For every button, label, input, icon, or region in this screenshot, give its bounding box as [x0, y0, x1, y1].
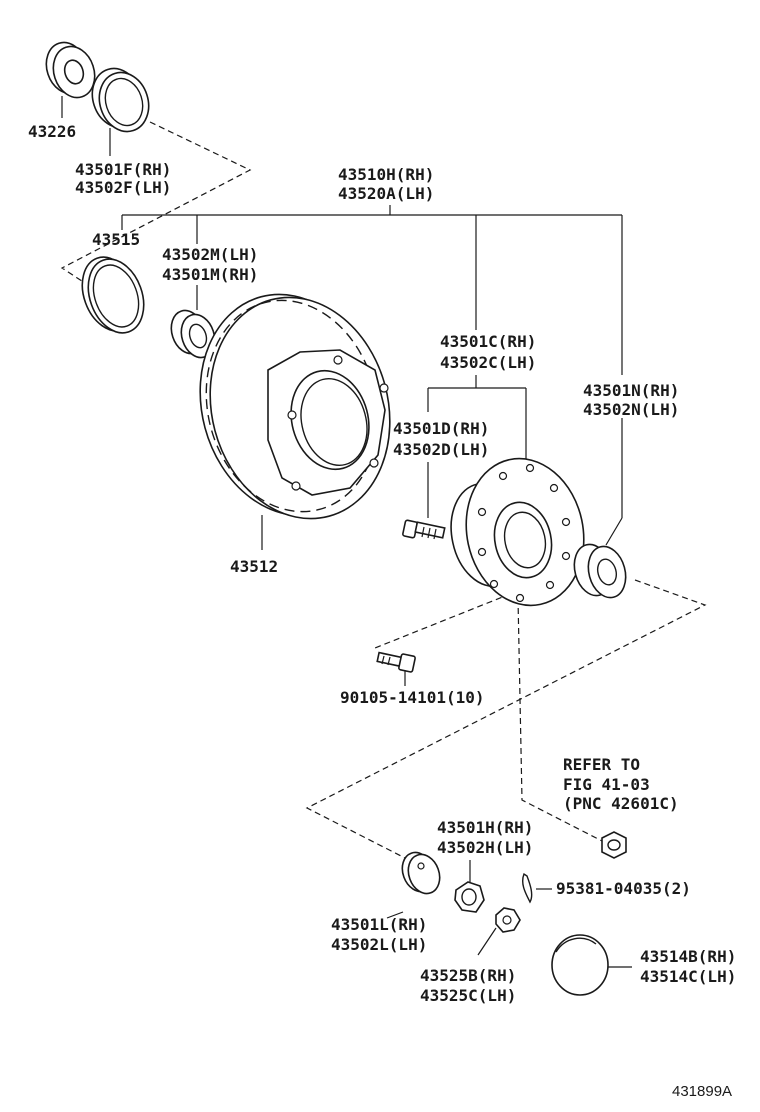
- cotter-pin-95381[interactable]: [521, 872, 533, 904]
- label-43501L[interactable]: 43501L(RH): [331, 915, 427, 934]
- label-43514C[interactable]: 43514C(LH): [640, 967, 736, 986]
- label-43502F[interactable]: 43502F(LH): [75, 178, 171, 197]
- label-refer-line3[interactable]: (PNC 42601C): [563, 794, 679, 813]
- part-labels: 43226 43501F(RH) 43502F(LH) 43510H(RH) 4…: [28, 122, 736, 1100]
- label-43520A[interactable]: 43520A(LH): [338, 184, 434, 203]
- label-43501F[interactable]: 43501F(RH): [75, 160, 171, 179]
- grease-cap-43514B[interactable]: [551, 934, 609, 996]
- hub-nut-refer[interactable]: [601, 831, 627, 859]
- figure-id: 431899A: [672, 1083, 732, 1100]
- dashed-assembly-lines: [60, 121, 707, 859]
- oil-seal-43226[interactable]: [40, 37, 101, 103]
- label-refer-line2[interactable]: FIG 41-03: [563, 775, 650, 794]
- washer-43501L[interactable]: [397, 848, 445, 898]
- nut-43501H[interactable]: [454, 881, 485, 913]
- lock-cap-43525B[interactable]: [495, 907, 521, 933]
- label-43525B[interactable]: 43525B(RH): [420, 966, 516, 985]
- bearing-43502M[interactable]: [166, 306, 220, 362]
- label-90105[interactable]: 90105-14101(10): [340, 688, 485, 707]
- label-43510H[interactable]: 43510H(RH): [338, 165, 434, 184]
- label-refer-line1: REFER TO: [563, 755, 640, 774]
- seal-43501F[interactable]: [85, 62, 156, 138]
- label-43501N[interactable]: 43501N(RH): [583, 381, 679, 400]
- label-43501C[interactable]: 43501C(RH): [440, 332, 536, 351]
- label-43502D[interactable]: 43502D(LH): [393, 440, 489, 459]
- label-43502H[interactable]: 43502H(LH): [437, 838, 533, 857]
- label-43514B[interactable]: 43514B(RH): [640, 947, 736, 966]
- label-95381[interactable]: 95381-04035(2): [556, 879, 691, 898]
- label-43512[interactable]: 43512: [230, 557, 278, 576]
- axle-hub-43501C[interactable]: [442, 448, 597, 617]
- bearing-43501N[interactable]: [569, 540, 631, 602]
- label-43502C[interactable]: 43502C(LH): [440, 353, 536, 372]
- label-43502N[interactable]: 43502N(LH): [583, 400, 679, 419]
- label-43502M[interactable]: 43502M(LH): [162, 245, 258, 264]
- label-43226[interactable]: 43226: [28, 122, 76, 141]
- label-43515[interactable]: 43515: [92, 230, 140, 249]
- ring-43515[interactable]: [73, 249, 154, 340]
- label-43502L[interactable]: 43502L(LH): [331, 935, 427, 954]
- brake-disc-43512[interactable]: [176, 274, 414, 539]
- label-43501M[interactable]: 43501M(RH): [162, 265, 258, 284]
- hub-bolt-43501D[interactable]: [402, 519, 446, 540]
- label-43501H[interactable]: 43501H(RH): [437, 818, 533, 837]
- label-43525C[interactable]: 43525C(LH): [420, 986, 516, 1005]
- label-43501D[interactable]: 43501D(RH): [393, 419, 489, 438]
- leader-lines: [61, 96, 632, 968]
- bolt-90105[interactable]: [376, 651, 416, 673]
